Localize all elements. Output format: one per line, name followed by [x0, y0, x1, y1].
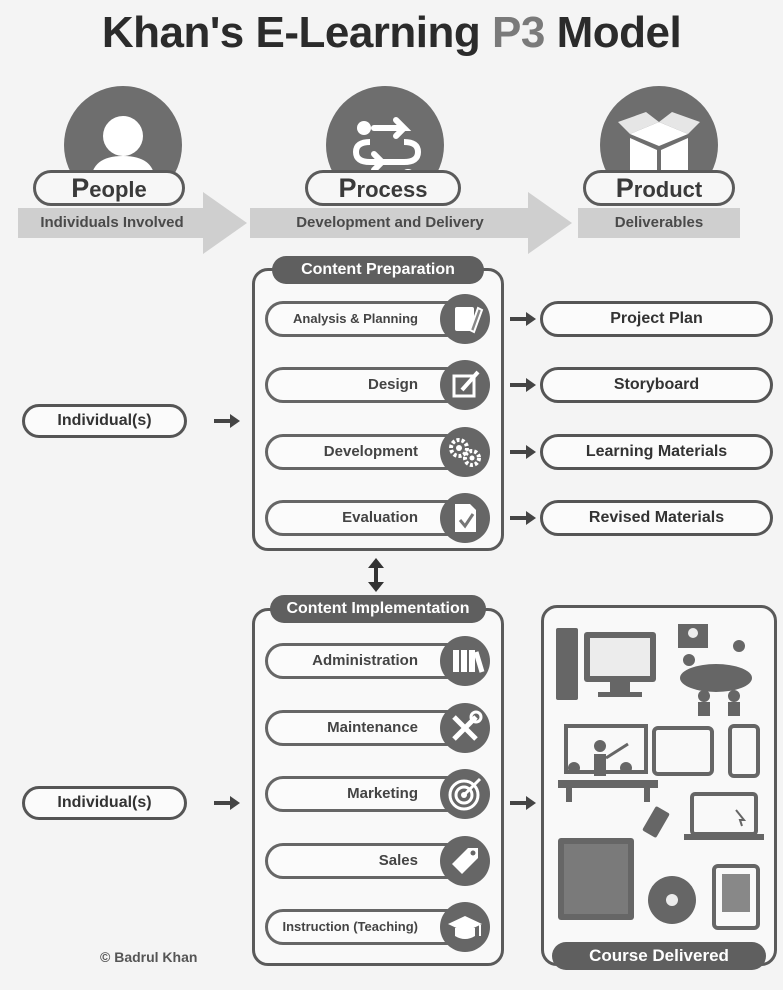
- laptop-icon: [684, 792, 764, 840]
- output-project-plan: Project Plan: [540, 301, 773, 337]
- bidirectional-arrow: [364, 556, 388, 599]
- product-bar: [578, 208, 740, 238]
- checked-document-icon: [440, 493, 490, 543]
- gears-icon: [440, 427, 490, 477]
- step-instruction: Instruction (Teaching): [265, 909, 465, 945]
- arrow-to-course-delivered: [508, 793, 538, 813]
- arrow-to-project-plan: [508, 309, 538, 329]
- preparation-individuals: Individual(s): [22, 404, 187, 438]
- process-label: Process: [305, 170, 461, 206]
- step-sales: Sales: [265, 843, 465, 879]
- pencil-note-icon: [440, 294, 490, 344]
- process-bar-arrowhead: [528, 192, 572, 254]
- arrow-to-revised-materials: [508, 508, 538, 528]
- copyright: © Badrul Khan: [100, 949, 198, 965]
- price-tag-icon: [440, 836, 490, 886]
- usb-drive-icon: [642, 806, 670, 838]
- output-storyboard: Storyboard: [540, 367, 773, 403]
- arrow-to-preparation: [212, 411, 242, 431]
- content-preparation-title: Content Preparation: [272, 256, 484, 284]
- arrow-to-learning-materials: [508, 442, 538, 462]
- product-subtitle: Deliverables: [614, 214, 704, 231]
- product-label: Product: [583, 170, 735, 206]
- course-delivered-title: Course Delivered: [552, 942, 766, 970]
- tools-icon: [440, 703, 490, 753]
- cd-icon: [648, 876, 696, 924]
- edit-icon: [440, 360, 490, 410]
- phone-icon: [728, 724, 760, 778]
- step-maintenance: Maintenance: [265, 710, 465, 746]
- step-administration: Administration: [265, 643, 465, 679]
- process-bar: [250, 208, 530, 238]
- target-icon: [440, 769, 490, 819]
- people-bar-arrowhead: [203, 192, 247, 254]
- implementation-individuals: Individual(s): [22, 786, 187, 820]
- tablet-icon: [652, 726, 714, 776]
- content-implementation-title: Content Implementation: [270, 595, 486, 623]
- step-development: Development: [265, 434, 465, 470]
- process-subtitle: Development and Delivery: [296, 214, 484, 231]
- page-title: Khan's E-Learning P3 Model: [101, 8, 682, 57]
- binders-icon: [440, 636, 490, 686]
- desktop-computer-icon: [556, 628, 656, 700]
- step-marketing: Marketing: [265, 776, 465, 812]
- arrow-to-implementation: [212, 793, 242, 813]
- step-evaluation: Evaluation: [265, 500, 465, 536]
- book-icon: [558, 838, 634, 920]
- people-subtitle: Individuals Involved: [40, 214, 184, 231]
- output-learning-materials: Learning Materials: [540, 434, 773, 470]
- graduation-cap-icon: [440, 902, 490, 952]
- step-design: Design: [265, 367, 465, 403]
- meeting-icon: [678, 624, 752, 716]
- e-reader-icon: [712, 864, 760, 930]
- step-analysis-planning: Analysis & Planning: [265, 301, 465, 337]
- course-delivered-panel: [541, 605, 777, 966]
- output-revised-materials: Revised Materials: [540, 500, 773, 536]
- people-label: People: [33, 170, 185, 206]
- people-bar: [18, 208, 206, 238]
- classroom-icon: [558, 724, 658, 802]
- arrow-to-storyboard: [508, 375, 538, 395]
